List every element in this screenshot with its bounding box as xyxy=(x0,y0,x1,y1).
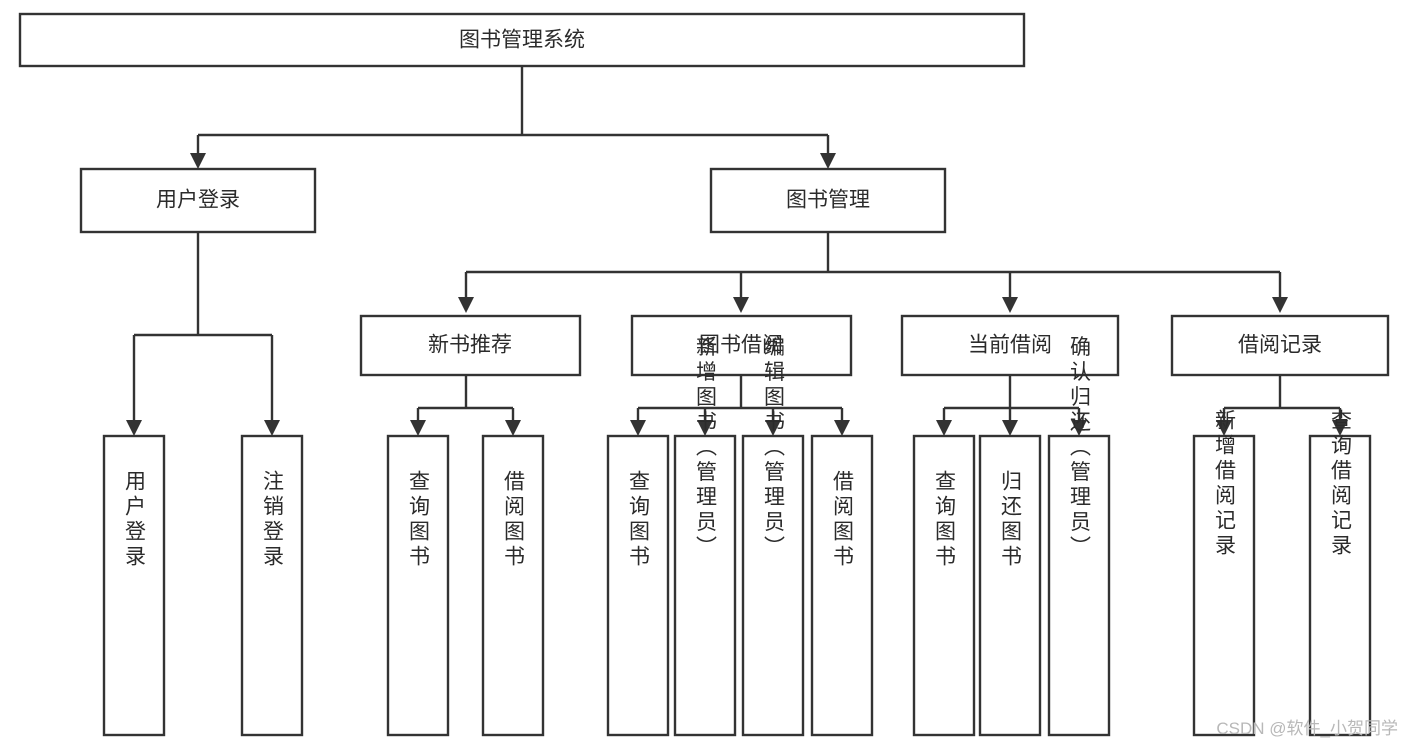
leaf-add-book[interactable]: 新增图书（管理员） xyxy=(673,336,737,737)
node-book-management[interactable]: 图书管理 xyxy=(709,167,947,234)
leaf-borrow-book-1-label: 借阅图书 xyxy=(502,470,526,570)
node-new-book-recommend[interactable]: 新书推荐 xyxy=(359,314,582,377)
node-book-management-box[interactable] xyxy=(709,167,947,234)
node-new-book-recommend-label: 新书推荐 xyxy=(428,334,512,357)
leaf-return-book[interactable]: 归还图书 xyxy=(978,434,1042,737)
leaf-confirm-return[interactable]: 确认归还（管理员） xyxy=(1047,336,1111,737)
leaf-add-record[interactable]: 新增借阅记录 xyxy=(1192,409,1256,737)
node-borrow-record[interactable]: 借阅记录 xyxy=(1170,314,1390,377)
arrow-to-leaf-query-book-2 xyxy=(630,420,646,436)
leaf-edit-book[interactable]: 编辑图书（管理员） xyxy=(741,336,805,737)
node-book-management-label: 图书管理 xyxy=(786,189,870,212)
node-root-label: 图书管理系统 xyxy=(459,29,585,52)
arrow-to-book-borrow xyxy=(733,297,749,313)
node-user-login-label: 用户登录 xyxy=(156,189,240,212)
arrow-to-leaf-borrow-book-1 xyxy=(505,420,521,436)
arrow-to-leaf-borrow-book-2 xyxy=(834,420,850,436)
leaf-query-record[interactable]: 查询借阅记录 xyxy=(1308,409,1372,737)
leaf-logout-login-label: 注销登录 xyxy=(261,470,285,570)
node-current-borrow-label: 当前借阅 xyxy=(968,334,1052,357)
arrow-to-new-book-recommend xyxy=(458,297,474,313)
arrow-to-leaf-query-book-1 xyxy=(410,420,426,436)
arrow-to-book-management xyxy=(820,153,836,169)
node-book-borrow-label: 图书借阅 xyxy=(699,334,783,357)
watermark: CSDN @软件_小贺同学 xyxy=(1216,719,1398,738)
arrow-to-borrow-record xyxy=(1272,297,1288,313)
leaf-user-login-label: 用户登录 xyxy=(123,470,147,570)
leaf-query-book-1-box[interactable] xyxy=(386,434,450,737)
connector-group-root xyxy=(190,66,836,169)
node-user-login-box[interactable] xyxy=(79,167,317,234)
leaf-user-login-box[interactable] xyxy=(102,434,166,737)
node-book-borrow[interactable]: 图书借阅 xyxy=(630,314,853,377)
node-borrow-record-label: 借阅记录 xyxy=(1238,334,1322,357)
arrow-to-leaf-return-book xyxy=(1002,420,1018,436)
leaf-query-book-2-label: 查询图书 xyxy=(627,470,651,570)
connector-group-user-login xyxy=(126,232,280,436)
leaf-borrow-book-1[interactable]: 借阅图书 xyxy=(481,434,545,737)
leaf-confirm-return-label: 确认归还（管理员） xyxy=(1068,336,1092,561)
leaf-query-book-1[interactable]: 查询图书 xyxy=(386,434,450,737)
connector-group-book-borrow xyxy=(630,375,850,436)
node-root-box[interactable] xyxy=(18,12,1026,68)
node-book-borrow-box[interactable] xyxy=(630,314,853,377)
arrow-to-user-login xyxy=(190,153,206,169)
leaf-borrow-book-1-box[interactable] xyxy=(481,434,545,737)
node-root[interactable]: 图书管理系统 xyxy=(18,12,1026,68)
node-user-login[interactable]: 用户登录 xyxy=(79,167,317,234)
leaf-add-record-label: 新增借阅记录 xyxy=(1213,409,1237,559)
connector-group-borrow-record xyxy=(1216,375,1348,436)
leaf-edit-book-label: 编辑图书（管理员） xyxy=(762,336,786,561)
leaf-query-record-label: 查询借阅记录 xyxy=(1329,409,1353,559)
leaf-query-book-2[interactable]: 查询图书 xyxy=(606,434,670,737)
leaf-edit-book-box[interactable] xyxy=(741,434,805,737)
arrow-to-leaf-logout-login xyxy=(264,420,280,436)
node-new-book-recommend-box[interactable] xyxy=(359,314,582,377)
leaf-borrow-book-2[interactable]: 借阅图书 xyxy=(810,434,874,737)
connector-group-current-borrow xyxy=(936,375,1087,436)
leaf-logout-login[interactable]: 注销登录 xyxy=(240,434,304,737)
leaf-return-book-box[interactable] xyxy=(978,434,1042,737)
leaf-return-book-label: 归还图书 xyxy=(999,470,1023,570)
leaf-query-book-3[interactable]: 查询图书 xyxy=(912,434,976,737)
leaf-borrow-book-2-label: 借阅图书 xyxy=(831,470,855,570)
arrow-to-leaf-query-book-3 xyxy=(936,420,952,436)
connector-group-book-management xyxy=(458,232,1288,313)
leaf-query-book-1-label: 查询图书 xyxy=(407,470,431,570)
leaf-user-login[interactable]: 用户登录 xyxy=(102,434,166,737)
leaf-add-book-box[interactable] xyxy=(673,434,737,737)
node-borrow-record-box[interactable] xyxy=(1170,314,1390,377)
leaf-query-book-3-label: 查询图书 xyxy=(933,470,957,570)
leaf-query-book-3-box[interactable] xyxy=(912,434,976,737)
leaf-query-record-box[interactable] xyxy=(1308,434,1372,737)
leaf-confirm-return-box[interactable] xyxy=(1047,434,1111,737)
leaf-add-record-box[interactable] xyxy=(1192,434,1256,737)
arrow-to-current-borrow xyxy=(1002,297,1018,313)
node-current-borrow-box[interactable] xyxy=(900,314,1120,377)
arrow-to-leaf-user-login xyxy=(126,420,142,436)
node-current-borrow[interactable]: 当前借阅 xyxy=(900,314,1120,377)
leaf-query-book-2-box[interactable] xyxy=(606,434,670,737)
connector-group-new-book-recommend xyxy=(410,375,521,436)
leaf-borrow-book-2-box[interactable] xyxy=(810,434,874,737)
leaf-add-book-label: 新增图书（管理员） xyxy=(694,336,718,561)
leaf-logout-login-box[interactable] xyxy=(240,434,304,737)
